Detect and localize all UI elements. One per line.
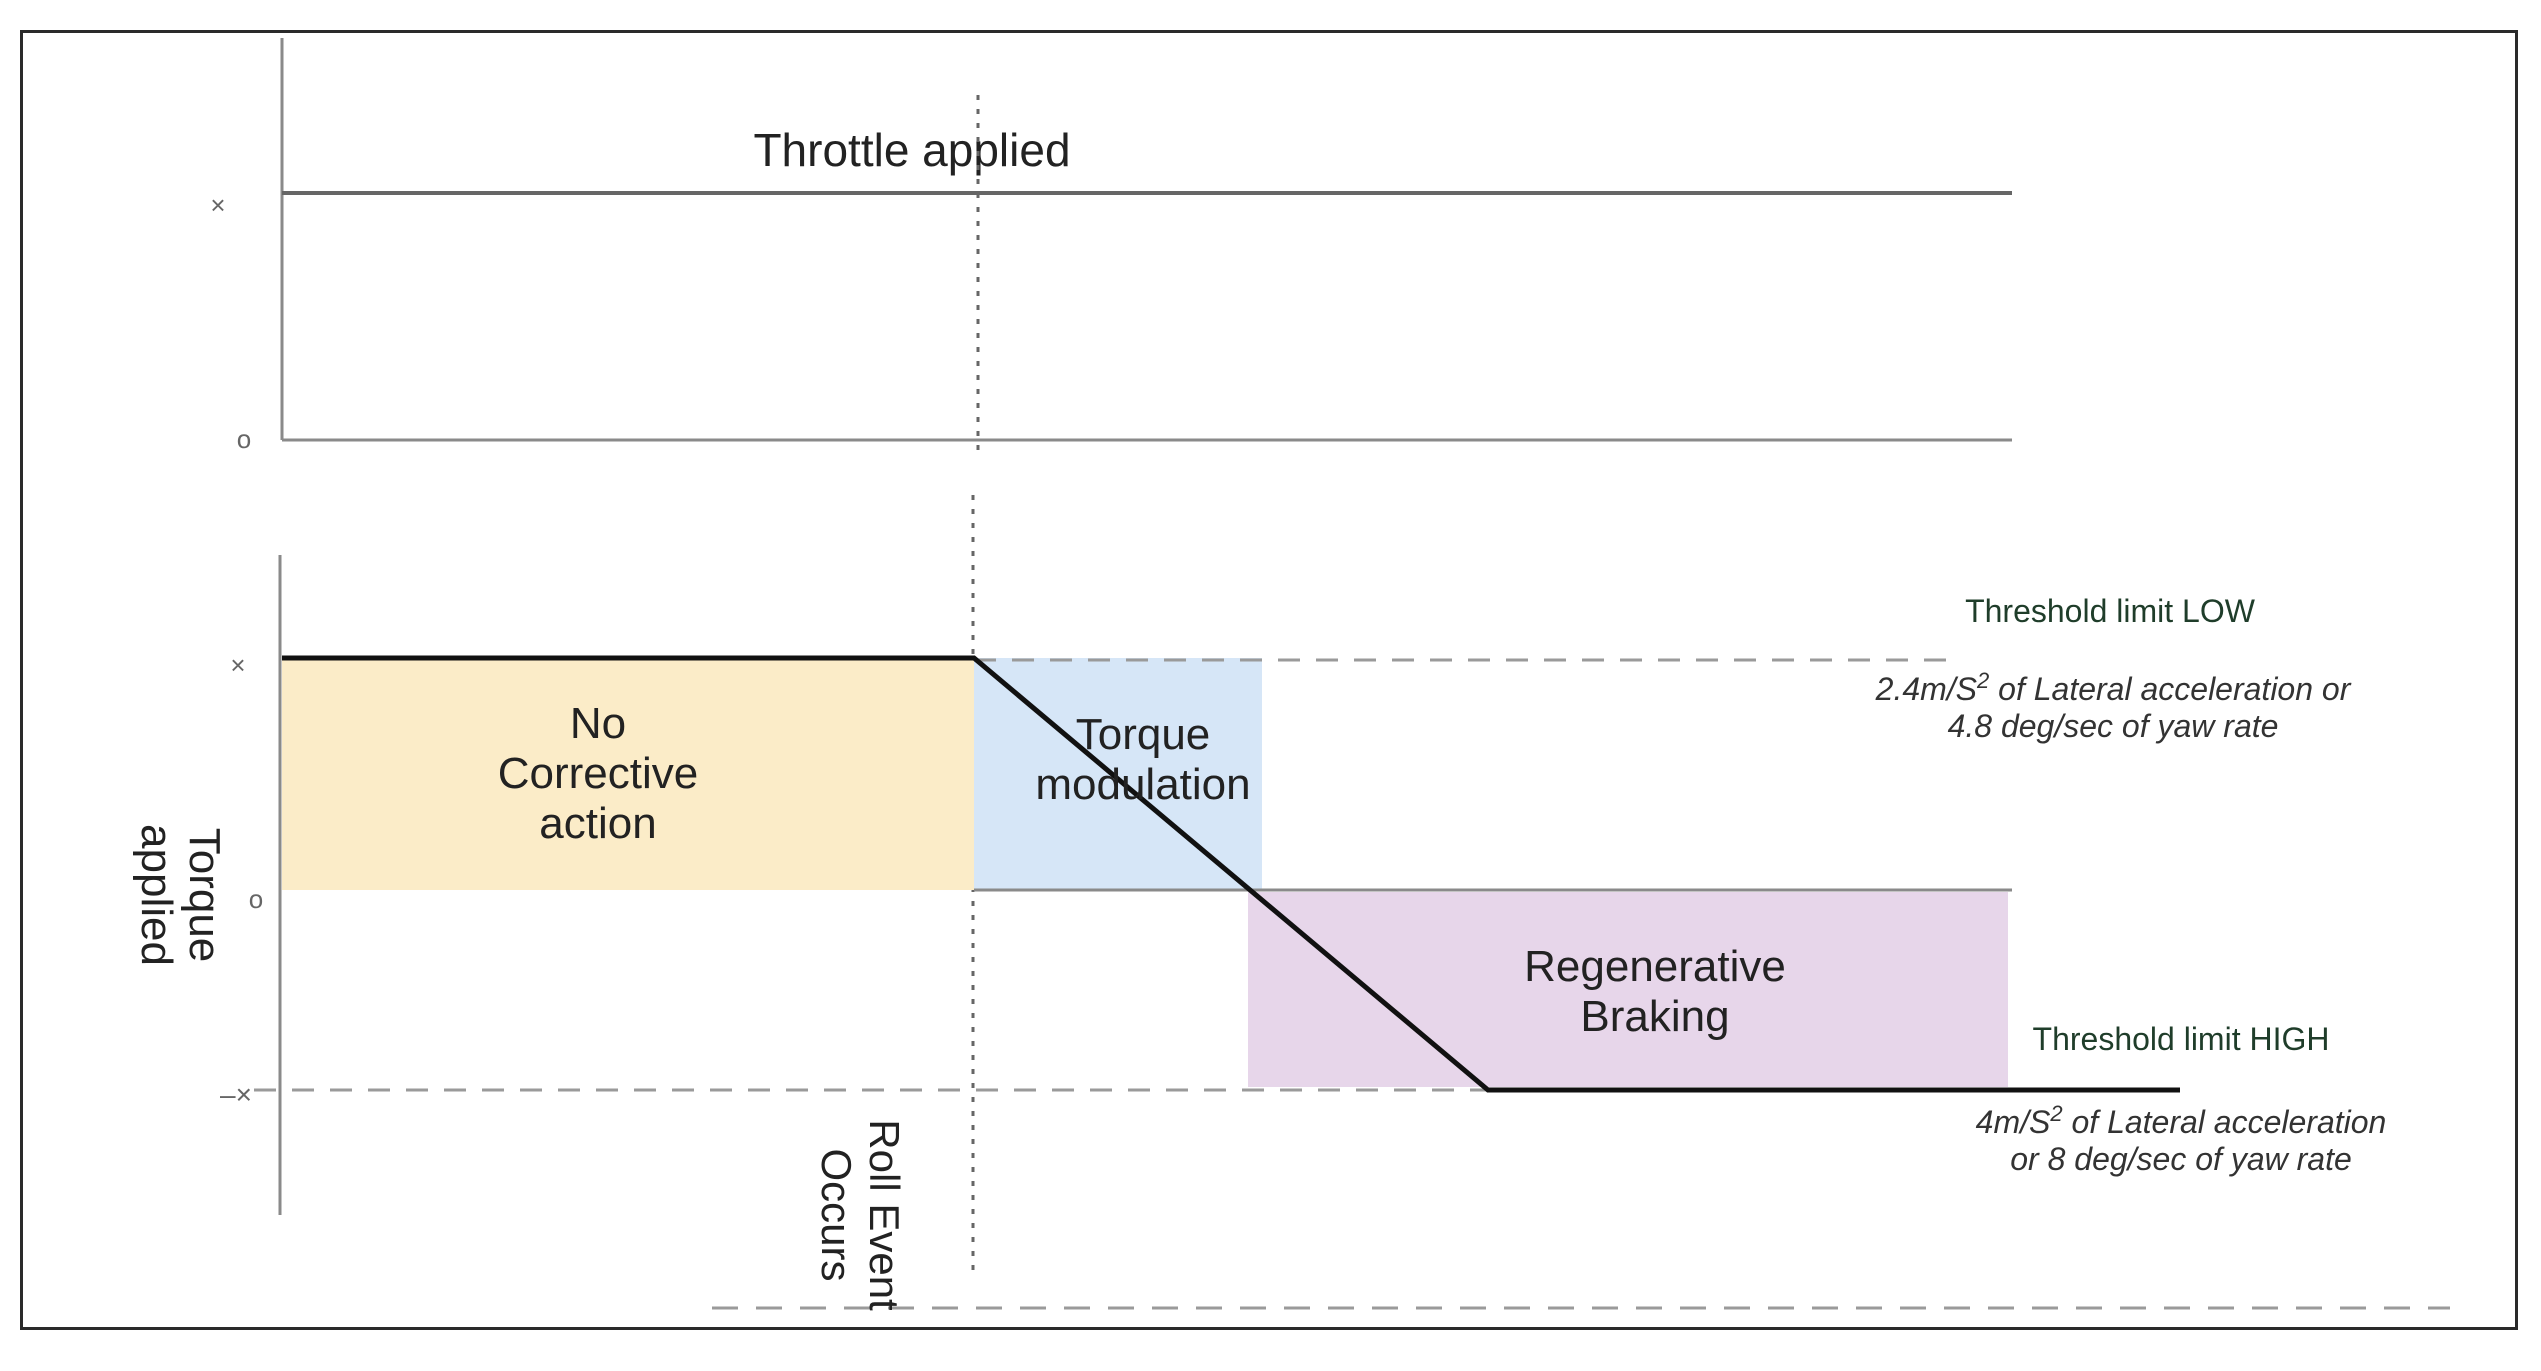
regenerative-braking-region (1248, 892, 2008, 1087)
torque-modulation-label-line2: modulation (1035, 760, 1250, 809)
threshold-low-line1: 2.4m/S2 of Lateral acceleration or (1875, 668, 2352, 707)
diagram-frame (20, 30, 2518, 1330)
regenerative-braking-label-line2: Braking (1580, 992, 1729, 1041)
torque-curve (282, 655, 2180, 1093)
throttle-panel: Throttle applied × o (210, 38, 2012, 454)
no-corrective-label-line2: Corrective (498, 749, 699, 798)
threshold-low-line2: 4.8 deg/sec of yaw rate (1948, 708, 2279, 744)
roll-event-label-line2: Occurs (813, 1148, 860, 1281)
torque-tick-zero: o (249, 884, 263, 914)
roll-event-label: Roll Event Occurs (813, 1119, 908, 1311)
throttle-title: Throttle applied (753, 124, 1070, 176)
no-corrective-label-line3: action (539, 799, 656, 848)
throttle-tick-high: × (210, 190, 225, 220)
threshold-high-line1: 4m/S2 of Lateral acceleration (1976, 1101, 2387, 1140)
roll-event-label-line1: Roll Event (861, 1119, 908, 1311)
torque-tick-high: × (230, 650, 245, 680)
torque-axis-label: Torque applied (132, 824, 229, 966)
torque-tick-low: –× (220, 1079, 252, 1110)
torque-axis-label-line1: Torque (180, 828, 229, 963)
threshold-low-title: Threshold limit LOW (1965, 593, 2256, 629)
no-corrective-region (282, 658, 974, 890)
torque-panel: × o –× Torque applied Roll Event Occurs … (132, 555, 2450, 1311)
regenerative-braking-label-line1: Regenerative (1524, 942, 1786, 991)
torque-modulation-label-line1: Torque (1076, 710, 1211, 759)
threshold-high-title: Threshold limit HIGH (2033, 1021, 2330, 1057)
no-corrective-label-line1: No (570, 699, 626, 748)
torque-axis-label-line2: applied (132, 824, 181, 966)
threshold-high-line2: or 8 deg/sec of yaw rate (2010, 1141, 2352, 1177)
throttle-tick-zero: o (237, 424, 251, 454)
